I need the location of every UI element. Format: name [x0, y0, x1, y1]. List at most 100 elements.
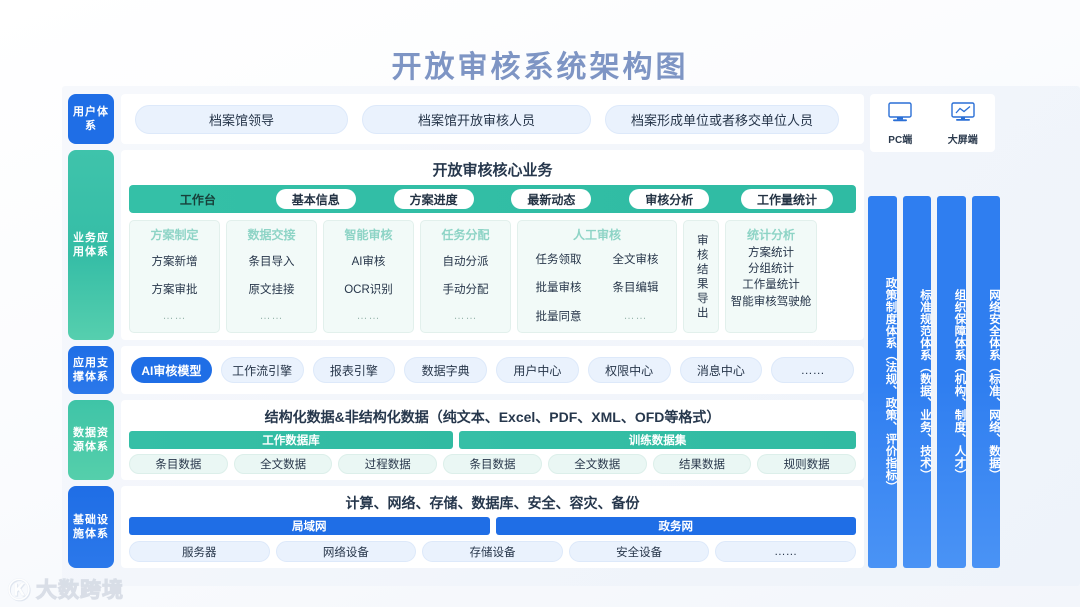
card-item[interactable]: 批量同意 [535, 310, 582, 323]
app-module-ai-model[interactable]: AI审核模型 [131, 357, 212, 383]
data-item[interactable]: 全文数据 [233, 454, 333, 474]
card-item[interactable]: 方案审批 [151, 284, 198, 297]
card-item[interactable]: OCR识别 [344, 284, 393, 297]
card-item-more: …… [162, 309, 187, 322]
nav-chip-label: 基本信息 [275, 189, 356, 209]
app-support-layer: 应用支撑体系 AI审核模型 工作流引擎 报表引擎 数据字典 用户中心 权限中心 … [68, 346, 864, 394]
app-module-user-center[interactable]: 用户中心 [496, 357, 579, 383]
card-item[interactable]: 批量审核 [535, 282, 582, 295]
card-items: 条目导入 原文挂接 …… [229, 247, 314, 328]
nav-item-workbench[interactable]: 工作台 [179, 192, 216, 207]
card-items: AI审核 OCR识别 …… [326, 247, 411, 328]
nav-chip-label: 方案进度 [393, 189, 474, 209]
app-module-workflow[interactable]: 工作流引擎 [220, 357, 304, 383]
business-card[interactable]: 数据交接 条目导入 原文挂接 …… [226, 220, 317, 333]
card-item[interactable]: AI审核 [351, 256, 386, 269]
infra-item[interactable]: 存储设备 [422, 541, 563, 562]
card-item-more: …… [356, 309, 381, 322]
card-item-more: …… [623, 309, 648, 322]
data-item[interactable]: 条目数据 [129, 454, 228, 474]
nav-item-latest-news[interactable]: 最新动态 [492, 189, 610, 209]
business-layer-label: 业务应用体系 [68, 150, 114, 340]
user-role-chip[interactable]: 档案馆开放审核人员 [362, 104, 591, 134]
user-layer: 用户体系 档案馆领导 档案馆开放审核人员 档案形成单位或者移交单位人员 [68, 94, 864, 144]
data-item[interactable]: 全文数据 [547, 454, 647, 474]
card-title: 任务分配 [441, 228, 490, 242]
card-title: 统计分析 [746, 228, 795, 242]
brand-name: 大数跨境 [36, 579, 125, 603]
app-module-report[interactable]: 报表引擎 [312, 357, 396, 383]
card-item[interactable]: 工作量统计 [742, 279, 800, 292]
page-title: 开放审核系统架构图 [391, 51, 689, 84]
card-items: 方案新增 方案审批 …… [132, 247, 217, 328]
network-bar-row: 局域网 政务网 [129, 517, 856, 535]
export-label: 审核结果导出 [695, 233, 708, 321]
business-heading: 开放审核核心业务 [432, 162, 553, 179]
infra-item[interactable]: 服务器 [129, 541, 270, 562]
business-card-human-review[interactable]: 人工审核 任务领取 全文审核 批量审核 条目编辑 批量同意 …… [517, 220, 677, 333]
terminal-bigscreen[interactable]: 大屏端 [948, 101, 978, 146]
card-item[interactable]: 分组统计 [748, 263, 794, 276]
app-module-dictionary[interactable]: 数据字典 [404, 357, 487, 383]
terminal-label: 大屏端 [947, 134, 978, 146]
business-card-export[interactable]: 审核结果导出 [683, 220, 719, 333]
user-role-chip[interactable]: 档案馆领导 [135, 104, 348, 134]
nav-item-workload-stats[interactable]: 工作量统计 [728, 189, 846, 209]
data-item[interactable]: 条目数据 [443, 454, 542, 474]
database-bar-work[interactable]: 工作数据库 [129, 431, 453, 449]
card-item[interactable]: 方案新增 [151, 256, 198, 269]
column-network-security-system[interactable]: 网络安全体系（标准、网络、数据） [971, 196, 1000, 568]
monitor-icon [887, 101, 913, 128]
card-item[interactable]: 条目导入 [248, 256, 295, 269]
user-layer-panel: 档案馆领导 档案馆开放审核人员 档案形成单位或者移交单位人员 [121, 94, 864, 144]
infra-item-row: 服务器 网络设备 存储设备 安全设备 …… [129, 541, 856, 562]
watermark-logo: Ⓚ 大数跨境 [8, 573, 124, 605]
terminal-label: PC端 [888, 134, 913, 146]
card-item[interactable]: 智能审核驾驶舱 [730, 295, 812, 308]
business-card-statistics[interactable]: 统计分析 方案统计 分组统计 工作量统计 智能审核驾驶舱 [725, 220, 817, 333]
card-item[interactable]: 自动分派 [442, 256, 489, 269]
database-bar-row: 工作数据库 训练数据集 [129, 431, 856, 449]
app-module-more: …… [771, 357, 854, 383]
user-role-chip[interactable]: 档案形成单位或者移交单位人员 [605, 104, 839, 134]
network-bar-lan[interactable]: 局域网 [129, 517, 490, 535]
column-standard-system[interactable]: 标准规范体系（数据、业务、技术） [902, 196, 931, 568]
data-item[interactable]: 结果数据 [652, 454, 752, 474]
data-item-row: 条目数据 全文数据 过程数据 条目数据 全文数据 结果数据 规则数据 [129, 454, 857, 474]
nav-item-plan-progress[interactable]: 方案进度 [375, 189, 493, 209]
app-module-permission-center[interactable]: 权限中心 [587, 357, 671, 383]
business-card-row: 方案制定 方案新增 方案审批 …… 数据交接 条目导入 原文挂接 …… [129, 220, 856, 333]
infra-item[interactable]: 安全设备 [568, 541, 710, 562]
infra-item[interactable]: 网络设备 [275, 541, 417, 562]
terminal-pc[interactable]: PC端 [887, 101, 913, 146]
data-item[interactable]: 规则数据 [757, 454, 857, 474]
card-item[interactable]: 手动分配 [442, 284, 489, 297]
data-resource-layer: 数据资源体系 结构化数据&非结构化数据（纯文本、Excel、PDF、XML、OF… [68, 400, 864, 480]
database-bar-training[interactable]: 训练数据集 [459, 431, 856, 449]
card-title: 数据交接 [247, 228, 296, 242]
card-item[interactable]: 条目编辑 [612, 282, 659, 295]
nav-item-review-analysis[interactable]: 审核分析 [610, 189, 728, 209]
card-title: 人工审核 [572, 228, 621, 242]
card-item[interactable]: 方案统计 [748, 247, 794, 259]
card-item[interactable]: 全文审核 [612, 254, 659, 267]
nav-item-basic-info[interactable]: 基本信息 [257, 189, 375, 209]
diagram-frame: 用户体系 档案馆领导 档案馆开放审核人员 档案形成单位或者移交单位人员 PC端 [62, 86, 1080, 586]
nav-chip-label: 审核分析 [629, 189, 710, 209]
card-item[interactable]: 任务领取 [535, 254, 582, 267]
data-layer-panel: 结构化数据&非结构化数据（纯文本、Excel、PDF、XML、OFD等格式） 工… [121, 400, 864, 480]
card-item-more: …… [453, 309, 478, 322]
infra-item-more: …… [715, 541, 856, 562]
business-card[interactable]: 智能审核 AI审核 OCR识别 …… [323, 220, 414, 333]
app-module-message-center[interactable]: 消息中心 [679, 357, 763, 383]
infrastructure-layer: 基础设施体系 计算、网络、存储、数据库、安全、容灾、备份 局域网 政务网 服务器… [68, 486, 864, 568]
business-card[interactable]: 任务分配 自动分派 手动分配 …… [420, 220, 511, 333]
nav-chip-label: 工作量统计 [741, 189, 834, 209]
data-item[interactable]: 过程数据 [338, 454, 438, 474]
network-bar-gov[interactable]: 政务网 [495, 517, 856, 535]
business-card[interactable]: 方案制定 方案新增 方案审批 …… [129, 220, 220, 333]
column-organization-system[interactable]: 组织保障体系（机构、制度、人才） [937, 196, 966, 568]
card-item[interactable]: 原文挂接 [248, 284, 295, 297]
column-policy-system[interactable]: 政策制度体系（法规、政策、评价指标） [868, 196, 897, 568]
